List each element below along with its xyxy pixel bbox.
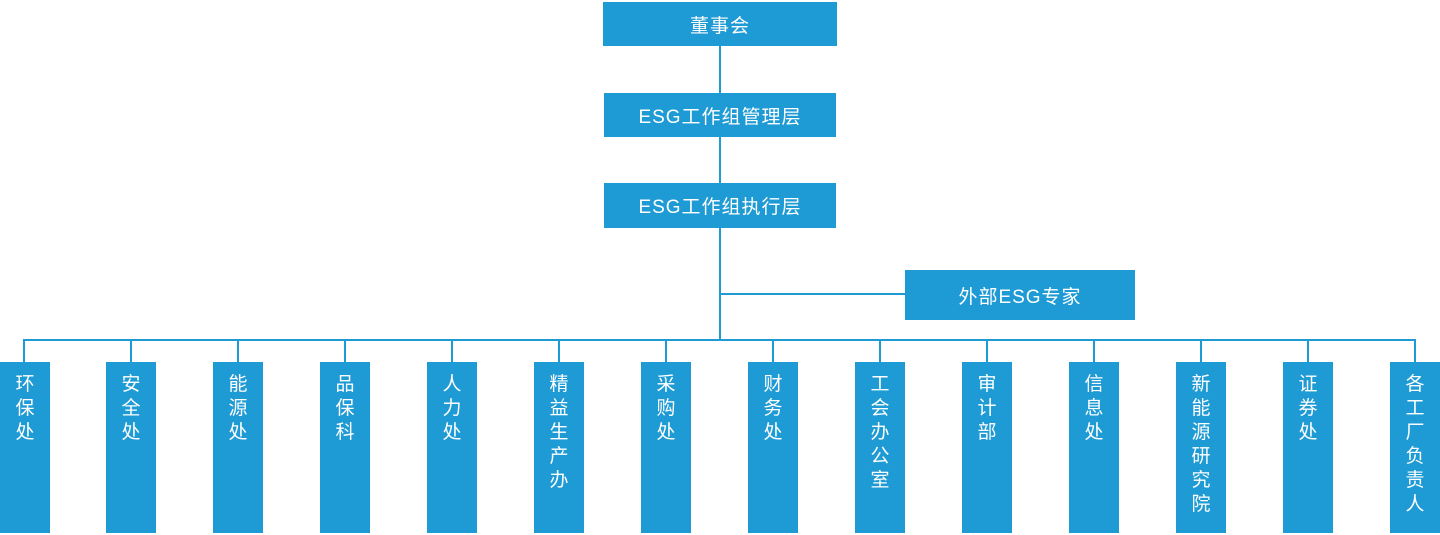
dept-label: 证券处: [1298, 374, 1318, 443]
dept-box-xinxichu: 信息处: [1069, 362, 1119, 533]
org-box-management: ESG工作组管理层: [604, 93, 836, 137]
connector-bus: [23, 339, 1416, 341]
dept-label: 新能源研究院: [1191, 374, 1211, 515]
connector-execution-bus: [719, 227, 721, 340]
connector-drop: [879, 339, 881, 362]
dept-label: 财务处: [763, 374, 783, 443]
dept-label: 人力处: [442, 374, 462, 443]
dept-box-anquanchu: 安全处: [106, 362, 156, 533]
connector-drop: [1414, 339, 1416, 362]
connector-drop: [1307, 339, 1309, 362]
dept-label: 精益生产办: [549, 374, 569, 491]
dept-box-huanbaochu: 环保处: [0, 362, 50, 533]
dept-box-renlichu: 人力处: [427, 362, 477, 533]
dept-label: 工会办公室: [870, 374, 890, 491]
dept-box-xinnengyuanyanjiuyuan: 新能源研究院: [1176, 362, 1226, 533]
dept-label: 各工厂负责人: [1405, 374, 1425, 515]
connector-drop: [130, 339, 132, 362]
dept-box-nengyuanchu: 能源处: [213, 362, 263, 533]
dept-label: 安全处: [121, 374, 141, 443]
dept-label: 品保科: [335, 374, 355, 443]
org-box-board: 董事会: [603, 2, 837, 46]
connector-drop: [1200, 339, 1202, 362]
connector-expert-branch: [719, 293, 905, 295]
dept-box-caiwuchu: 财务处: [748, 362, 798, 533]
connector-drop: [1093, 339, 1095, 362]
dept-label: 环保处: [15, 374, 35, 443]
dept-label: 信息处: [1084, 374, 1104, 443]
dept-box-jingyishengchanban: 精益生产办: [534, 362, 584, 533]
dept-label: 能源处: [228, 374, 248, 443]
dept-label: 采购处: [656, 374, 676, 443]
connector-drop: [986, 339, 988, 362]
dept-box-shenjibu: 审计部: [962, 362, 1012, 533]
dept-box-gonghuibangongshi: 工会办公室: [855, 362, 905, 533]
connector-management-execution: [719, 137, 721, 184]
org-box-execution: ESG工作组执行层: [604, 183, 836, 228]
connector-drop: [772, 339, 774, 362]
dept-box-caigouchu: 采购处: [641, 362, 691, 533]
connector-board-management: [719, 46, 721, 94]
org-box-external-expert: 外部ESG专家: [905, 270, 1135, 320]
connector-drop: [344, 339, 346, 362]
dept-label: 审计部: [977, 374, 997, 443]
dept-box-gegongchangfuzeren: 各工厂负责人: [1390, 362, 1440, 533]
connector-drop: [237, 339, 239, 362]
dept-box-pinbaoke: 品保科: [320, 362, 370, 533]
connector-drop: [23, 339, 25, 362]
connector-drop: [451, 339, 453, 362]
connector-drop: [665, 339, 667, 362]
dept-box-zhengquanchu: 证券处: [1283, 362, 1333, 533]
connector-drop: [558, 339, 560, 362]
